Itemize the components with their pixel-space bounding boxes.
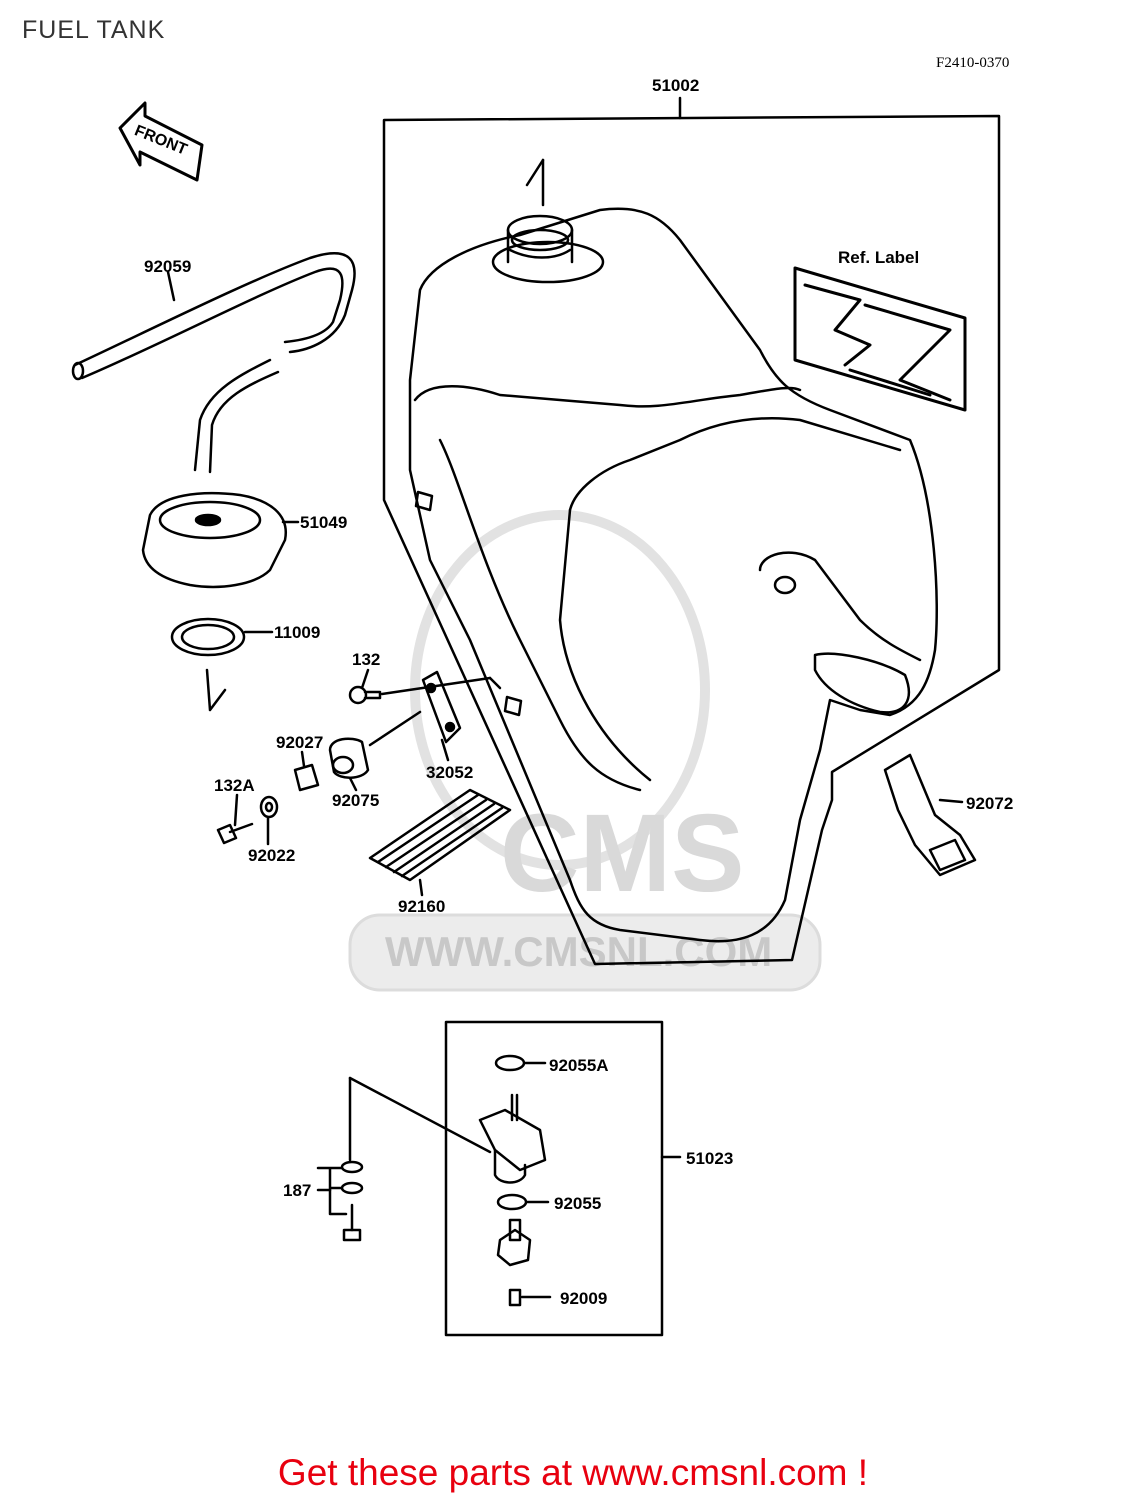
screw-set-187 <box>316 1076 492 1242</box>
fuel-cock-box <box>444 1020 682 1337</box>
front-arrow-icon <box>118 101 204 182</box>
part-132-label[interactable]: 132 <box>352 650 381 669</box>
part-92160-label[interactable]: 92160 <box>398 897 446 916</box>
fuel-tank-body <box>408 158 938 943</box>
part-92027-label[interactable]: 92027 <box>276 733 324 752</box>
part-11009-label[interactable]: 11009 <box>274 623 321 642</box>
part-92055-label[interactable]: 92055 <box>554 1194 602 1213</box>
leader-132 <box>360 668 370 690</box>
part-92009-label[interactable]: 92009 <box>560 1289 608 1308</box>
leader-92059 <box>166 270 176 302</box>
part-92059-label[interactable]: 92059 <box>144 257 192 276</box>
kx-decal <box>793 266 967 412</box>
part-92055A-label[interactable]: 92055A <box>549 1056 609 1075</box>
leader-92072 <box>938 798 964 804</box>
cmsnl-parts-link[interactable]: Get these parts at www.cmsnl.com ! <box>277 1452 869 1493</box>
figure-code: F2410-0370 <box>936 55 1010 71</box>
fuel-cap-51049 <box>141 491 300 589</box>
part-51023-label[interactable]: 51023 <box>686 1149 734 1168</box>
gasket-11009 <box>170 617 274 712</box>
hose-92059 <box>71 252 356 474</box>
tank-rubber-tab-left <box>414 490 434 512</box>
part-132A-label[interactable]: 132A <box>214 776 255 795</box>
leader-92075 <box>348 776 358 792</box>
damper-strip-92160 <box>368 788 512 897</box>
part-187-label[interactable]: 187 <box>283 1181 312 1200</box>
page-title: FUEL TANK <box>22 16 166 44</box>
strap-92072 <box>883 753 977 877</box>
part-32052-label[interactable]: 32052 <box>426 763 474 782</box>
part-92022-label[interactable]: 92022 <box>248 846 296 865</box>
part-51002-label[interactable]: 51002 <box>652 76 700 95</box>
leader-92027 <box>300 750 306 768</box>
tank-rubber-tab-right <box>503 695 523 717</box>
leader-32052 <box>440 738 450 762</box>
tank-assembly-outline <box>382 114 1001 966</box>
ref-label: Ref. Label <box>838 248 920 267</box>
leader-132A <box>233 793 239 827</box>
bracket-assembly <box>216 668 502 846</box>
part-51049-label[interactable]: 51049 <box>300 513 348 532</box>
leader-92160 <box>418 878 424 897</box>
part-92075-label[interactable]: 92075 <box>332 791 380 810</box>
watermark-url: WWW.CMSNL.COM <box>385 928 773 975</box>
part-92072-label[interactable]: 92072 <box>966 794 1014 813</box>
